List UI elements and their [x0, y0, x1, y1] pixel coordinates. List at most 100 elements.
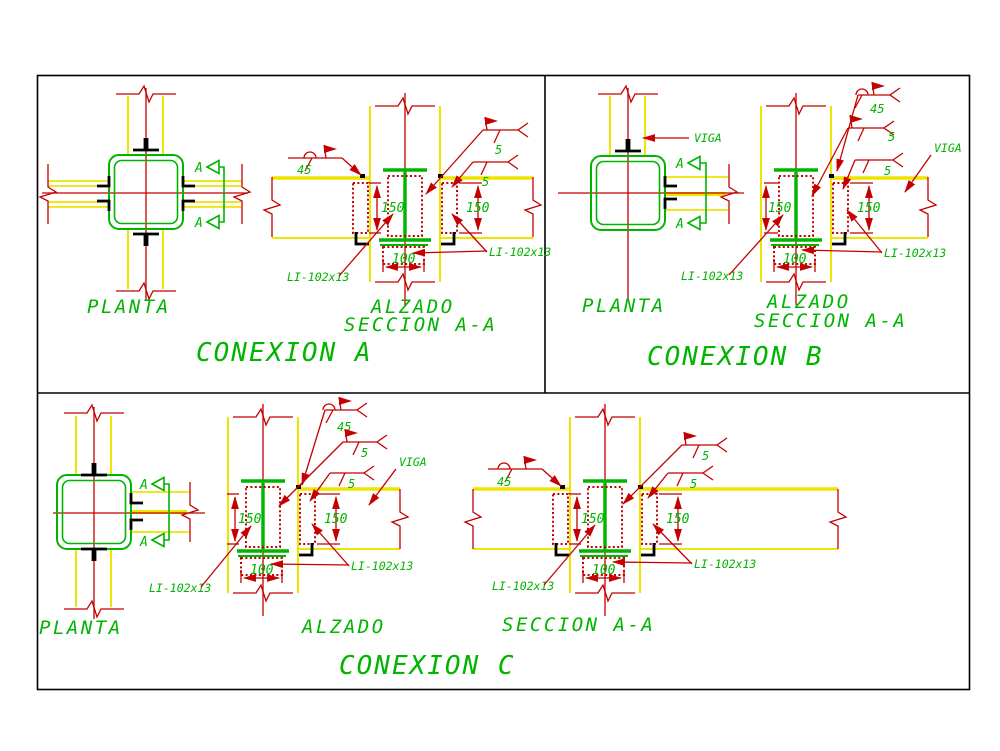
section-marker-letter: A — [139, 478, 148, 493]
weld-size-5: 5 — [702, 449, 709, 463]
dim-150: 150 — [238, 512, 262, 527]
angle-cleats — [354, 232, 456, 246]
weld-size-45: 45 — [297, 163, 311, 177]
dim-150: 150 — [381, 201, 405, 216]
view-label-planta: PLANTA — [39, 617, 123, 639]
dim-100: 100 — [592, 563, 616, 578]
dimension-150-left: 150 — [762, 182, 792, 234]
dimension-150-right: 150 — [659, 493, 690, 545]
angle-cleats — [832, 232, 847, 246]
dim-150: 150 — [466, 201, 490, 216]
weld-size-5: 5 — [884, 164, 891, 178]
viga-callout: VIGA — [904, 141, 962, 193]
dimension-100: 100 — [240, 563, 283, 583]
view-label-alzado: ALZADO — [766, 291, 851, 313]
dim-150: 150 — [666, 512, 690, 527]
dimension-150-left: 150 — [369, 182, 405, 234]
channel-label: LI-102x13 — [287, 270, 349, 284]
dimension-150-left: 150 — [227, 493, 262, 545]
viga-label: VIGA — [934, 141, 962, 155]
dimension-150-right: 150 — [850, 182, 881, 234]
channel-label: LI-102x13 — [681, 269, 743, 283]
view-label-planta: PLANTA — [582, 295, 666, 317]
channel-label: LI-102x13 — [149, 581, 211, 595]
dim-150: 150 — [768, 201, 792, 216]
stub-profile — [770, 168, 822, 246]
channel-callout-right: LI-102x13 — [611, 523, 756, 571]
view-label-seccion: SECCION A-A — [754, 310, 907, 332]
view-label-planta: PLANTA — [87, 296, 171, 318]
viga-label: VIGA — [399, 455, 427, 469]
angle-cleats — [554, 543, 656, 557]
weld-size-5: 5 — [888, 130, 895, 144]
dimension-150-right: 150 — [459, 182, 490, 234]
dimension-100: 100 — [582, 563, 625, 583]
weld-symbol-5-upper: 5 — [622, 431, 728, 505]
channel-label: LI-102x13 — [694, 557, 756, 571]
view-label-alzado: ALZADO — [370, 296, 455, 318]
weld-symbol-5-lower: 5 — [451, 154, 519, 189]
title-conexion-b: CONEXION B — [647, 342, 824, 372]
channel-callout-right: LI-102x13 — [269, 523, 413, 573]
conexion-b-elevation-view: 150 150 100 45 5 — [681, 81, 962, 332]
section-marker-letter: A — [675, 217, 684, 232]
column-tube-outline — [108, 154, 184, 230]
column-tube-outline — [590, 155, 666, 231]
channel-callout-right: LI-102x13 — [411, 213, 551, 259]
weld-symbol-45: 45 — [288, 144, 362, 177]
section-marker-letter: A — [675, 157, 684, 172]
channel-label: LI-102x13 — [351, 559, 413, 573]
conexion-c-section-view: 150 150 100 45 5 — [464, 404, 847, 636]
weld-symbol-5-lower: 5 — [647, 465, 714, 499]
view-label-alzado: ALZADO — [301, 616, 386, 638]
weld-symbol-5-lower: 5 — [309, 465, 375, 502]
weld-symbol-45: 45 — [301, 396, 368, 486]
weld-size-5: 5 — [482, 175, 489, 189]
dimension-150-left: 150 — [569, 493, 605, 545]
conexion-a-elevation-view: 150 150 100 45 5 — [263, 93, 551, 336]
conexion-b-plan-view: VIGA A A PLANTA — [558, 85, 744, 317]
channel-callout-right: LI-102x13 — [800, 209, 946, 260]
dim-100: 100 — [392, 252, 416, 267]
section-cut-marker: A A — [194, 159, 225, 231]
channel-profiles-hidden — [773, 175, 849, 265]
panel-borders — [36, 74, 971, 691]
section-cut-marker: A A — [139, 476, 170, 550]
view-label-seccion: SECCION A-A — [502, 614, 655, 636]
view-label-seccion: SECCION A-A — [344, 314, 497, 336]
title-conexion-a: CONEXION A — [196, 338, 373, 368]
stub-profile — [579, 479, 631, 557]
weld-size-5: 5 — [495, 143, 502, 157]
dimension-100: 100 — [382, 252, 425, 272]
channel-profiles-hidden — [552, 486, 658, 576]
section-marker-letter: A — [194, 216, 203, 231]
viga-callout: VIGA — [368, 455, 427, 506]
title-conexion-c: CONEXION C — [339, 651, 516, 681]
viga-callout: VIGA — [641, 131, 722, 145]
dim-150: 150 — [581, 512, 605, 527]
channel-callout-left: LI-102x13 — [492, 524, 596, 593]
angle-cleats — [299, 543, 314, 557]
weld-symbol-5-upper: 5 — [811, 114, 895, 197]
dim-100: 100 — [250, 563, 274, 578]
channel-label: LI-102x13 — [489, 245, 551, 259]
section-marker-letter: A — [194, 161, 203, 176]
channel-callout-left: LI-102x13 — [149, 525, 252, 595]
viga-label: VIGA — [694, 131, 722, 145]
conexion-c-elevation-view: 150 150 100 45 5 — [149, 396, 427, 638]
weld-symbol-5-upper: 5 — [278, 428, 388, 507]
channel-label: LI-102x13 — [884, 246, 946, 260]
weld-symbol-45: 45 — [488, 455, 562, 489]
channel-profiles-hidden — [240, 486, 316, 576]
weld-symbol-5-lower: 5 — [842, 152, 904, 190]
conexion-c-plan-view: A A PLANTA — [39, 404, 205, 639]
weld-size-5: 5 — [361, 446, 368, 460]
section-cut-marker: A A — [675, 155, 707, 232]
weld-size-5: 5 — [690, 477, 697, 491]
section-marker-letter: A — [139, 535, 148, 550]
conexion-a-plan-view: A A PLANTA — [39, 85, 251, 318]
dimension-100: 100 — [773, 252, 816, 272]
dim-100: 100 — [783, 252, 807, 267]
weld-size-5: 5 — [348, 477, 355, 491]
